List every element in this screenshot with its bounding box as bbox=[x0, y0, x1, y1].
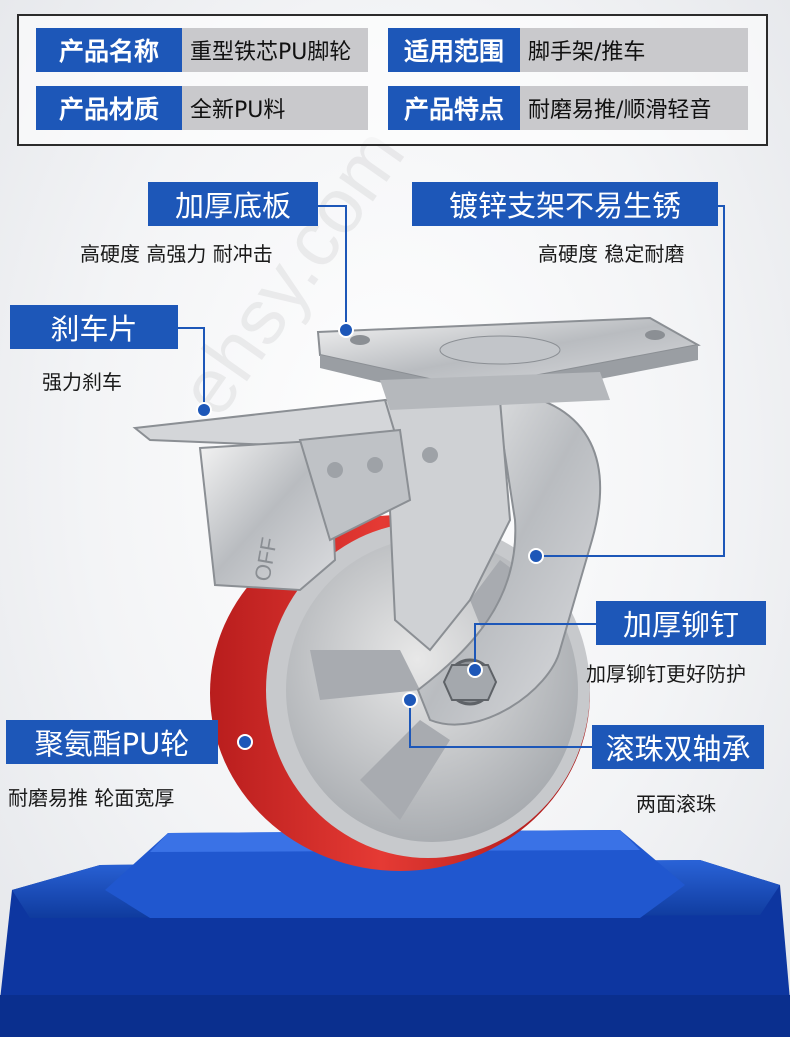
callout-brake-title: 刹车片 bbox=[10, 305, 178, 349]
leader-bearing bbox=[409, 700, 592, 748]
callout-bracket-desc: 高硬度 稳定耐磨 bbox=[538, 242, 685, 266]
brake-assembly: OFF bbox=[132, 398, 438, 592]
callout-plate-desc: 高硬度 高强力 耐冲击 bbox=[80, 242, 273, 266]
callout-wheel-desc: 耐磨易推 轮面宽厚 bbox=[8, 786, 175, 810]
callout-plate-title: 加厚底板 bbox=[148, 182, 318, 226]
callout-rivet-desc: 加厚铆钉更好防护 bbox=[586, 662, 746, 686]
leader-plate bbox=[318, 205, 347, 330]
leader-brake bbox=[178, 327, 205, 410]
spec-value: 重型铁芯PU脚轮 bbox=[182, 28, 368, 72]
blue-pedestal bbox=[0, 830, 790, 1037]
callout-bracket-title: 镀锌支架不易生锈 bbox=[412, 182, 718, 226]
spec-key: 产品特点 bbox=[388, 86, 520, 130]
spec-table: 产品名称 重型铁芯PU脚轮 适用范围 脚手架/推车 产品材质 全新PU料 产品特… bbox=[17, 14, 768, 146]
callout-bearing-title: 滚珠双轴承 bbox=[592, 725, 764, 769]
spec-value: 耐磨易推/顺滑轻音 bbox=[520, 86, 748, 130]
spec-row-name: 产品名称 重型铁芯PU脚轮 bbox=[36, 28, 368, 72]
callout-wheel-title: 聚氨酯PU轮 bbox=[6, 720, 218, 764]
swivel-bracket bbox=[383, 388, 602, 726]
callout-dots bbox=[196, 322, 544, 750]
callout-leaders bbox=[178, 205, 725, 748]
callout-brake-desc: 强力刹车 bbox=[42, 370, 122, 394]
spec-key: 产品材质 bbox=[36, 86, 182, 130]
spec-value: 脚手架/推车 bbox=[520, 28, 748, 72]
spec-key: 适用范围 bbox=[388, 28, 520, 72]
callout-bearing-desc: 两面滚珠 bbox=[636, 792, 716, 816]
callout-rivet-title: 加厚铆钉 bbox=[596, 601, 766, 645]
top-plate bbox=[316, 316, 701, 410]
spec-key: 产品名称 bbox=[36, 28, 182, 72]
spec-row-scope: 适用范围 脚手架/推车 bbox=[388, 28, 748, 72]
spec-row-features: 产品特点 耐磨易推/顺滑轻音 bbox=[388, 86, 748, 130]
leader-rivet bbox=[474, 623, 606, 670]
spec-row-material: 产品材质 全新PU料 bbox=[36, 86, 368, 130]
spec-value: 全新PU料 bbox=[182, 86, 368, 130]
leader-bracket bbox=[536, 205, 725, 557]
